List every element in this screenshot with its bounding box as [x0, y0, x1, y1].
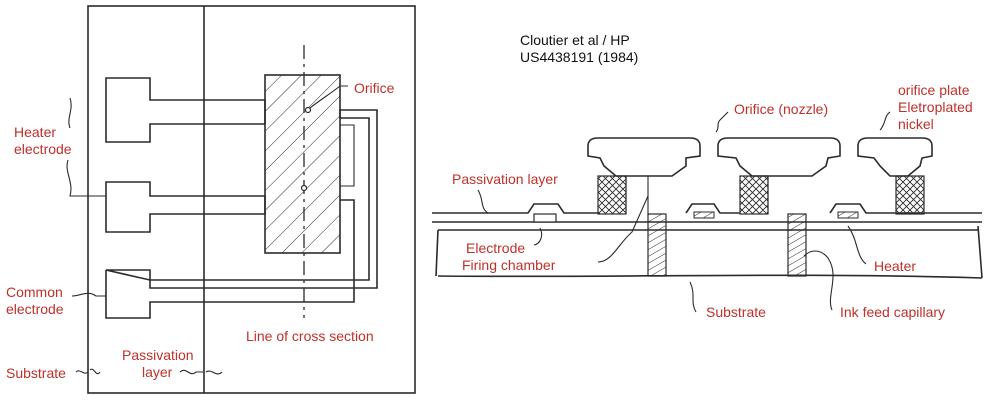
cross-section-drawing	[432, 111, 983, 313]
label-heater-electrode-line-1: Heater	[14, 124, 57, 140]
leader-common-electrode	[71, 292, 106, 297]
common-electrode-bottom	[105, 199, 355, 319]
leader-firing-chamber	[597, 195, 649, 263]
label-firing-chamber: Firing chamber	[462, 257, 556, 273]
leader-substrate-cs	[689, 281, 697, 313]
label-passivation-line-2: layer	[142, 364, 173, 380]
label-orifice: Orifice	[354, 80, 395, 96]
leader-ink-feed	[803, 250, 834, 311]
heater-electrode-pad-1	[105, 77, 266, 143]
common-electrode-inner	[340, 124, 355, 187]
orifice-plate-top-view	[264, 74, 341, 254]
leader-orifice-nozzle	[715, 111, 729, 133]
label-substrate-cs: Substrate	[706, 304, 766, 320]
label-orifice-nozzle: Orifice (nozzle)	[734, 101, 829, 117]
substrate-outline	[87, 5, 416, 394]
caption-line-1: Cloutier et al / HP	[520, 32, 630, 48]
ink-feed-capillary-1	[647, 213, 667, 277]
caption-line-2: US4438191 (1984)	[520, 49, 639, 65]
label-heater-electrode-line-2: electrode	[14, 141, 72, 157]
barrier-wall-2	[739, 175, 769, 215]
leader-heater	[847, 225, 867, 265]
leader-heater-electrode	[66, 97, 106, 197]
label-orifice-plate-line-2: Eletroplated	[898, 99, 973, 115]
substrate-block	[435, 225, 983, 279]
leader-electrode	[533, 227, 543, 246]
label-orifice-plate-line-3: nickel	[898, 116, 934, 132]
label-ink-feed-capillary: Ink feed capillary	[840, 304, 946, 320]
heater-block-2	[837, 211, 859, 219]
leader-substrate	[75, 368, 101, 375]
electrode-block	[533, 213, 557, 223]
orifice-dot-1	[304, 106, 312, 114]
orifice-plate-cap-2	[717, 137, 841, 177]
barrier-wall-1	[597, 175, 627, 215]
firing-chamber-outline	[625, 176, 769, 214]
label-common-electrode-line-1: Common	[6, 284, 63, 300]
orifice-dot-2	[300, 184, 308, 192]
leader-passivation	[179, 369, 223, 375]
leader-passivation-layer	[477, 189, 489, 214]
label-passivation-layer-cs: Passivation layer	[452, 171, 558, 187]
orifice-plate-cap-1	[587, 137, 701, 177]
label-passivation-line-1: Passivation	[122, 347, 194, 363]
label-orifice-plate-line-1: orifice plate	[898, 82, 970, 98]
label-substrate-top: Substrate	[6, 365, 66, 381]
label-heater: Heater	[874, 258, 917, 274]
label-common-electrode-line-2: electrode	[6, 301, 64, 317]
barrier-wall-3	[895, 175, 925, 215]
top-view-drawing	[66, 5, 416, 394]
leader-orifice-plate	[879, 111, 891, 131]
heater-block-1	[693, 211, 715, 219]
label-electrode: Electrode	[466, 240, 526, 256]
orifice-plate-cap-3	[857, 137, 933, 177]
heater-electrode-pad-2	[105, 181, 266, 233]
label-line-of-cross-section: Line of cross section	[246, 328, 374, 344]
leader-orifice	[309, 85, 348, 109]
ink-feed-capillary-2	[787, 213, 807, 277]
